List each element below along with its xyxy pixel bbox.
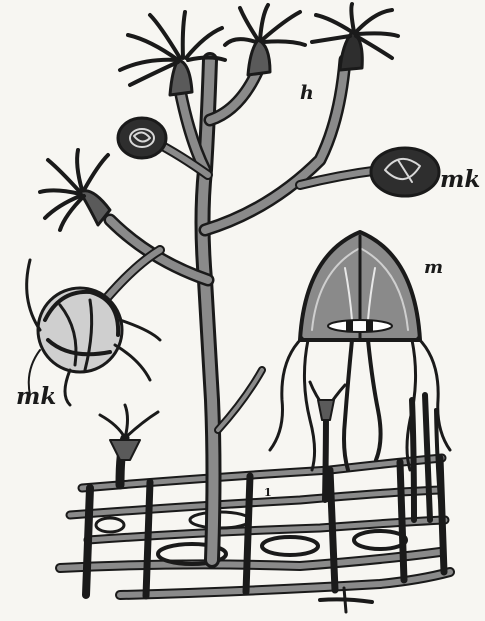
label-1: 1 — [264, 487, 272, 498]
hydranth-top-middle — [225, 5, 305, 75]
label-m: m — [424, 259, 443, 277]
stalk-fragments-right — [412, 395, 440, 520]
hydranth-left — [40, 150, 110, 230]
label-h: h — [300, 84, 314, 103]
label-mk-lower: mk — [16, 385, 56, 408]
gonophore-right — [371, 148, 439, 196]
gonophore-upper — [118, 118, 166, 158]
hydranth-bottom-left — [100, 405, 158, 485]
hydranth-top-right — [312, 4, 398, 70]
medusa — [270, 232, 450, 470]
label-mk-upper: mk — [440, 168, 480, 191]
